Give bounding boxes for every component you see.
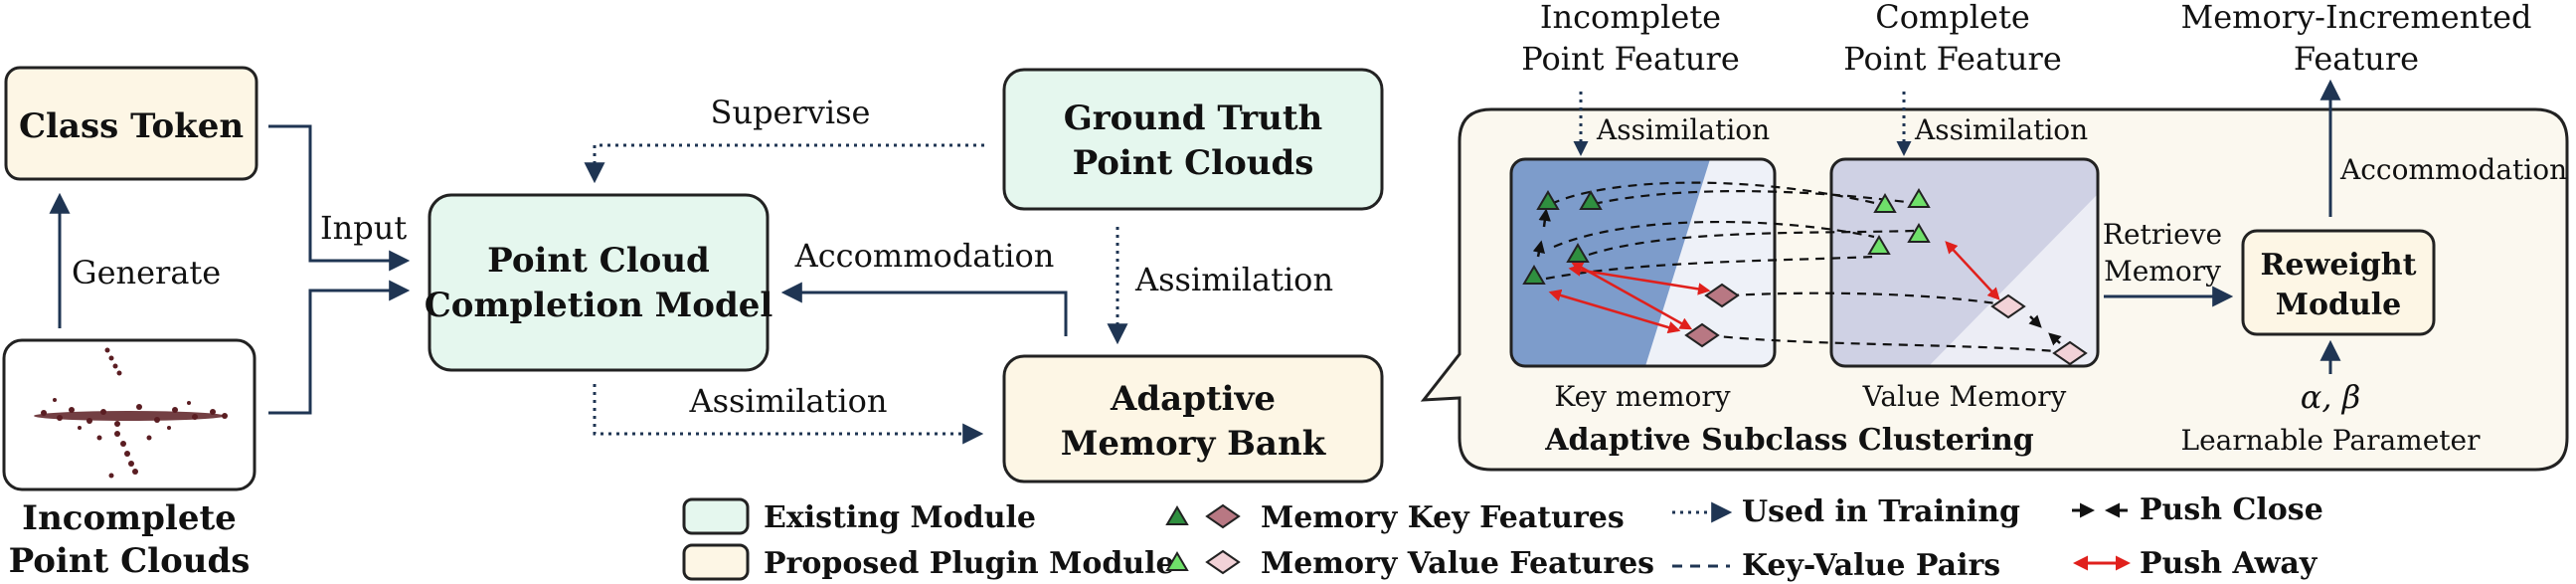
- feature-assimilation-arrows: [1573, 92, 1912, 156]
- class-token-label: Class Token: [19, 106, 244, 146]
- legend: Existing Module Proposed Plugin Module M…: [682, 492, 2323, 583]
- legend-existing-swatch: [682, 497, 750, 535]
- accommodation-up-arrow: Accommodation: [2319, 79, 2567, 217]
- value-assimilation-label: Assimilation: [1914, 113, 2088, 146]
- memory-value-features: [1867, 188, 2088, 366]
- legend-kv-label: Key-Value Pairs: [1742, 548, 2000, 583]
- legend-push-away-label: Push Away: [2140, 546, 2318, 581]
- completion-model-label-1: Point Cloud: [487, 241, 710, 281]
- incomplete-feature-label-1: Incomplete: [1540, 0, 1721, 36]
- clustering-label: Adaptive Subclass Clustering: [1544, 423, 2034, 458]
- ground-truth-label-1: Ground Truth: [1064, 98, 1323, 138]
- supervise-label: Supervise: [711, 94, 871, 131]
- memory-incremented-label-2: Feature: [2294, 40, 2419, 78]
- legend-proposed-label: Proposed Plugin Module: [764, 546, 1175, 581]
- push-close-arrows: [1532, 208, 2062, 346]
- memory-incremented-label-1: Memory-Incremented: [2180, 0, 2531, 36]
- value-memory-label: Value Memory: [1862, 380, 2067, 413]
- completion-model-module: Point Cloud Completion Model: [425, 193, 773, 372]
- legend-proposed-swatch: [682, 543, 750, 581]
- legend-key-diamond: [1205, 503, 1241, 529]
- key-memory-box: [1509, 157, 1777, 368]
- learnable-param-arrow: α, β Learnable Parameter: [2181, 339, 2482, 457]
- learnable-label: Learnable Parameter: [2181, 424, 2482, 457]
- memory-key-features: [1522, 190, 1740, 348]
- legend-value-label: Memory Value Features: [1261, 546, 1654, 581]
- key-memory-label: Key memory: [1554, 380, 1730, 413]
- push-away-arrows: [1548, 241, 2000, 334]
- input-arrows: [268, 124, 411, 415]
- class-token-module: Class Token: [4, 66, 258, 181]
- legend-push-close-label: Push Close: [2140, 492, 2323, 527]
- complete-feature-label-1: Complete: [1875, 0, 2030, 36]
- retrieve-label-1: Retrieve: [2103, 218, 2222, 251]
- legend-existing-label: Existing Module: [764, 500, 1036, 535]
- generate-arrow: Generate: [49, 192, 221, 328]
- legend-key-label: Memory Key Features: [1261, 500, 1625, 535]
- accommodation-arrow: Accommodation: [780, 237, 1068, 336]
- complete-feature-label-2: Point Feature: [1843, 40, 2062, 78]
- reweight-module: Reweight Module: [2241, 229, 2436, 336]
- assimilation-gt-arrow: Assimilation: [1107, 227, 1333, 345]
- accommodation-up-label: Accommodation: [2339, 153, 2567, 186]
- incomplete-feature-label-2: Point Feature: [1521, 40, 1740, 78]
- assimilation-memory-arrow: Assimilation: [593, 382, 984, 445]
- ground-truth-label-2: Point Clouds: [1073, 143, 1314, 183]
- memory-bank-module: Adaptive Memory Bank: [1002, 354, 1384, 484]
- incomplete-point-clouds-label-2: Point Clouds: [9, 541, 251, 581]
- memory-bank-label-1: Adaptive: [1110, 379, 1276, 419]
- params-label: α, β: [2301, 378, 2360, 416]
- legend-training-label: Used in Training: [1742, 494, 2020, 529]
- assimilation-gt-label: Assimilation: [1134, 261, 1333, 298]
- completion-model-label-2: Completion Model: [425, 286, 773, 325]
- generate-label: Generate: [72, 254, 221, 292]
- memory-bank-label-2: Memory Bank: [1061, 424, 1327, 464]
- incomplete-point-clouds-label-1: Incomplete: [22, 498, 237, 538]
- key-assimilation-label: Assimilation: [1596, 113, 1770, 146]
- supervise-arrow: Supervise: [584, 94, 984, 184]
- ground-truth-module: Ground Truth Point Clouds: [1002, 68, 1384, 211]
- input-label: Input: [320, 209, 407, 247]
- legend-value-triangle: [1165, 551, 1189, 571]
- assimilation-memory-label: Assimilation: [688, 382, 887, 420]
- legend-key-triangle: [1165, 505, 1189, 525]
- reweight-label-1: Reweight: [2261, 248, 2417, 283]
- reweight-label-2: Module: [2276, 288, 2402, 322]
- incomplete-point-cloud-image: [2, 338, 257, 491]
- accommodation-label: Accommodation: [794, 237, 1055, 275]
- retrieve-memory-arrow: Retrieve Memory: [2103, 218, 2234, 307]
- retrieve-label-2: Memory: [2104, 255, 2221, 288]
- legend-value-diamond: [1205, 549, 1241, 575]
